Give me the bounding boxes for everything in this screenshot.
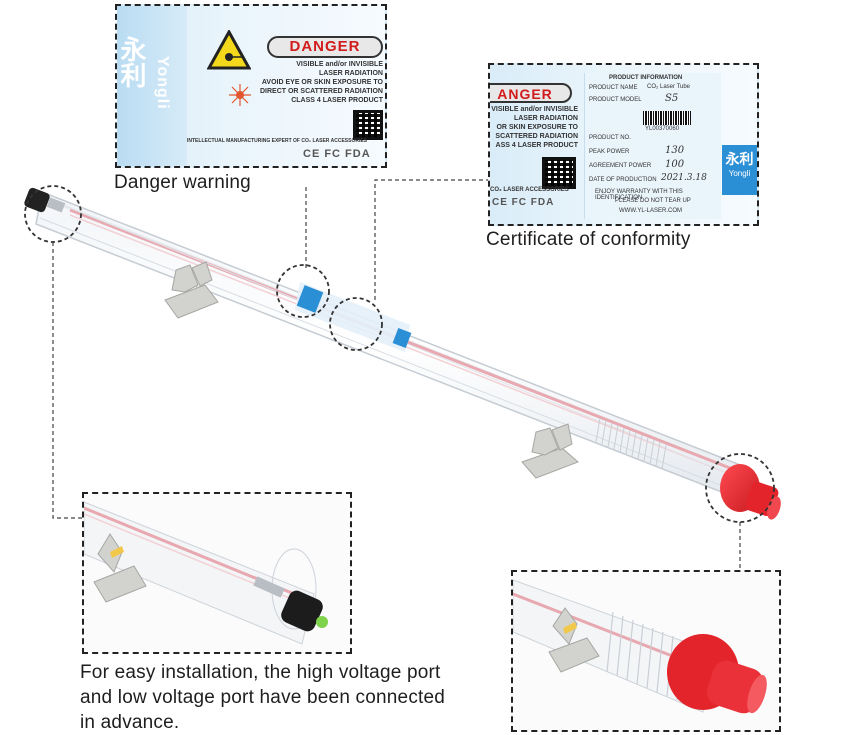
red-cap-detail-inset	[511, 570, 781, 732]
brand-side-strip: 永利 Yongli	[722, 145, 757, 195]
field-product-no: PRODUCT NO.	[589, 135, 631, 141]
danger-label-inset: 永利 Yongli DANGER VISIBLE and/or INVISIBL…	[115, 4, 387, 168]
value-agreement-power: 100	[665, 159, 685, 170]
danger-footer-text: INTELLECTUAL MANUFACTURING EXPERT OF CO₂…	[187, 138, 368, 144]
port-detail-illustration	[84, 501, 328, 645]
left-black-end-cap	[24, 187, 66, 213]
warranty-text: ENJOY WARRANTY WITH THIS IDENTIFICATION	[595, 189, 683, 201]
website-text: WWW.YL-LASER.COM	[619, 208, 683, 214]
danger-caption: Danger warning	[114, 172, 251, 193]
brand-strip	[117, 6, 187, 166]
installation-caption-line-3: in advance.	[80, 712, 180, 733]
danger-tag: DANGER	[267, 36, 383, 58]
installation-caption-line-1: For easy installation, the high voltage …	[80, 662, 441, 683]
callout-leader-lines	[52, 179, 741, 568]
field-peak-power: PEAK POWER	[589, 149, 630, 155]
field-date-of-production: DATE OF PRODUCTION	[589, 177, 657, 183]
info-title: PRODUCT INFORMATION	[609, 75, 683, 81]
cert-footer-text: CO₂ LASER ACCESSORIES	[490, 187, 569, 193]
port-detail-inset	[82, 492, 352, 654]
laser-burst-icon	[229, 84, 251, 106]
keep-text: PLEASE DO NOT TEAR UP	[615, 198, 691, 204]
certificate-inset: ANGER VISIBLE and/or INVISIBLE LASER RAD…	[488, 63, 759, 226]
field-agreement-power: AGREEMENT POWER	[589, 163, 652, 169]
mount-bracket-left	[164, 261, 219, 319]
product-info-card: PRODUCT INFORMATION PRODUCT NAME CO₂ Las…	[584, 73, 721, 219]
red-cap-illustration	[513, 579, 767, 714]
value-peak-power: 130	[665, 145, 685, 156]
certificate-caption: Certificate of conformity	[486, 229, 691, 250]
field-product-name: PRODUCT NAME	[589, 85, 638, 91]
mount-bracket-right	[521, 423, 579, 479]
right-red-end-cap	[720, 464, 781, 520]
cert-warning-text: VISIBLE and/or INVISIBLE LASER RADIATION…	[491, 106, 578, 149]
value-product-name: CO₂ Laser Tube	[647, 84, 691, 90]
laser-warning-triangle-icon	[207, 30, 251, 70]
brand-en-text: Yongli	[728, 169, 751, 178]
cert-marks: CE FC FDA	[492, 197, 555, 208]
danger-tag-partial: ANGER	[490, 83, 572, 103]
tube-label-patch	[295, 282, 412, 352]
cert-marks: CE FC FDA	[303, 148, 371, 160]
brand-en-text: Yongli	[154, 56, 171, 110]
installation-caption: For easy installation, the high voltage …	[80, 660, 445, 735]
barcode	[643, 111, 691, 125]
qr-code	[542, 157, 576, 189]
value-date-of-production: 2021.3.18	[661, 173, 707, 183]
installation-caption-line-2: and low voltage port have been connected	[80, 687, 446, 708]
value-product-model: S5	[665, 93, 679, 104]
qr-code	[353, 110, 383, 140]
brand-cn-text: 永利	[117, 36, 147, 88]
danger-warning-text: VISIBLE and/or INVISIBLE LASER RADIATION…	[259, 61, 383, 104]
brand-cn-text: 永利	[725, 151, 754, 167]
field-product-model: PRODUCT MODEL	[589, 97, 642, 103]
barcode-number: YL00370060	[645, 126, 680, 132]
